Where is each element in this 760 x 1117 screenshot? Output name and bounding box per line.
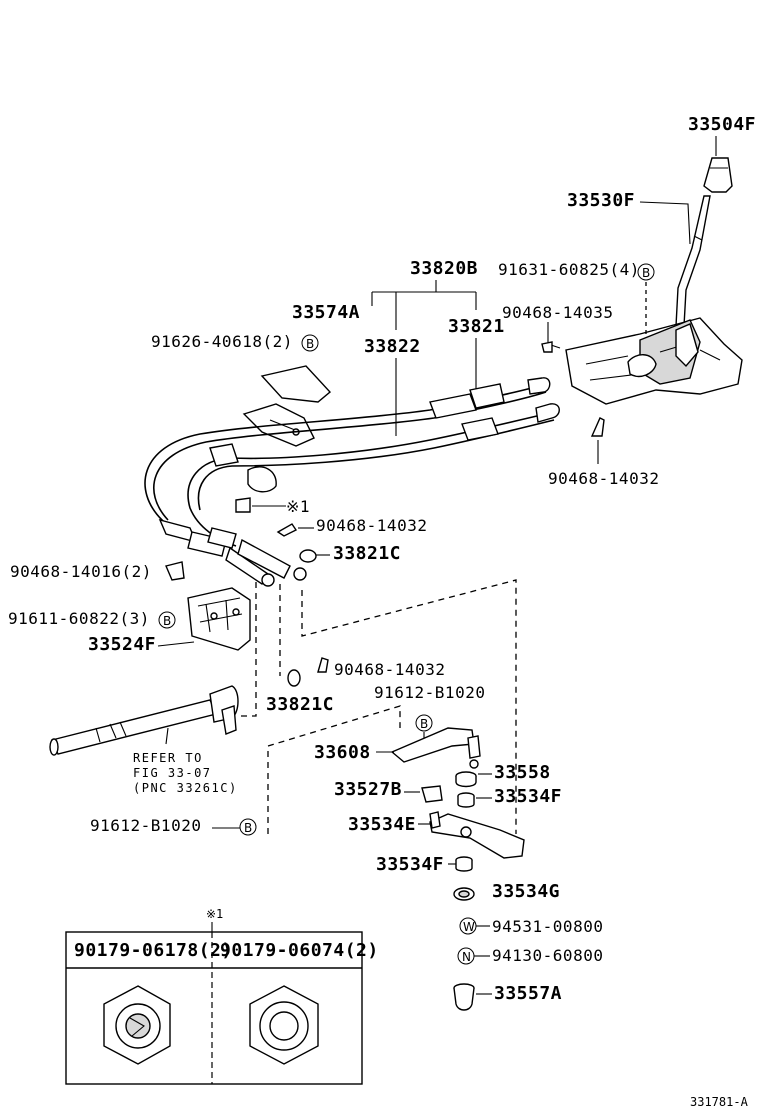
label-33821: 33821 — [448, 316, 505, 337]
label-33534F-b: 33534F — [376, 854, 444, 875]
marker-b-1 — [637, 263, 655, 281]
label-33504F: 33504F — [688, 114, 756, 135]
label-33557A: 33557A — [494, 983, 562, 1004]
marker-b-2 — [301, 334, 319, 352]
label-90468-14035: 90468-14035 — [502, 303, 613, 322]
label-33822: 33822 — [364, 336, 421, 357]
label-asterisk1-a: ※1 — [286, 497, 310, 516]
label-33821C-a: 33821C — [333, 543, 401, 564]
cable-grommet — [235, 466, 277, 513]
nut-90179-06074 — [249, 985, 319, 1065]
bushing-33534F-a — [457, 792, 475, 808]
label-33574A: 33574A — [292, 302, 360, 323]
label-91631-60825: 91631-60825(4) — [498, 260, 640, 279]
label-91611-60822: 91611-60822(3) — [8, 609, 150, 628]
shift-lever — [675, 195, 711, 327]
label-33534F-a: 33534F — [494, 786, 562, 807]
refer-line3: (PNC 33261C) — [133, 781, 238, 795]
figure-code: 331781-A — [690, 1095, 749, 1109]
bushing-33534F-b — [455, 856, 473, 872]
label-91612-B1020-b: 91612-B1020 — [90, 816, 201, 835]
label-94531-00800: 94531-00800 — [492, 917, 603, 936]
marker-b-5 — [239, 818, 257, 836]
cable-bracket-33524F — [187, 587, 251, 651]
cable-cover-plates — [242, 365, 332, 447]
table-col2-header: 90179-06074(2) — [220, 940, 379, 961]
marker-b-4 — [415, 714, 433, 732]
label-asterisk1-b: ※1 — [206, 907, 223, 921]
bushing-33558 — [455, 771, 477, 788]
bushing-33821C-b — [287, 669, 301, 687]
label-90468-14032-c: 90468-14032 — [334, 660, 445, 679]
marker-w-text: W — [463, 920, 475, 934]
marker-b-2-text: B — [306, 337, 314, 351]
lever-33534E — [429, 811, 525, 859]
shift-housing — [565, 317, 743, 405]
refer-line1: REFER TO — [133, 751, 203, 765]
cap-33557A — [453, 983, 475, 1011]
shift-knob — [703, 157, 733, 193]
refer-line2: FIG 33-07 — [133, 766, 212, 780]
label-33527B: 33527B — [334, 779, 402, 800]
nut-90179-06178 — [103, 985, 171, 1065]
label-90468-14032-b: 90468-14032 — [316, 516, 427, 535]
label-33534G: 33534G — [492, 881, 560, 902]
label-94130-60800: 94130-60800 — [492, 946, 603, 965]
marker-b-3 — [158, 611, 176, 629]
marker-b-1-text: B — [642, 266, 650, 280]
shift-shaft — [49, 685, 239, 756]
marker-n-text: N — [462, 950, 471, 964]
bushing-33821C-a — [299, 549, 317, 563]
label-33820B: 33820B — [410, 258, 478, 279]
label-33558: 33558 — [494, 762, 551, 783]
clip-90468-14032-a — [590, 417, 605, 437]
clip-90468-14016 — [165, 561, 185, 581]
table-col1-header: 90179-06178(2) — [74, 940, 233, 961]
marker-b-4-text: B — [420, 717, 428, 731]
shift-cables — [144, 377, 560, 587]
marker-b-5-text: B — [244, 821, 252, 835]
label-91612-B1020-a: 91612-B1020 — [374, 683, 485, 702]
bushing-33534G — [453, 887, 475, 901]
clip-33527B — [421, 785, 443, 803]
label-90468-14032-a: 90468-14032 — [548, 469, 659, 488]
clip-90468-14032-b — [276, 523, 298, 537]
label-33534E: 33534E — [348, 814, 416, 835]
label-33524F: 33524F — [88, 634, 156, 655]
label-33821C-b: 33821C — [266, 694, 334, 715]
marker-b-3-text: B — [163, 614, 171, 628]
label-90468-14016: 90468-14016(2) — [10, 562, 152, 581]
lever-33608 — [390, 727, 481, 769]
label-33608: 33608 — [314, 742, 371, 763]
label-33530F: 33530F — [567, 190, 635, 211]
clip-90468-14032-c — [317, 657, 329, 673]
label-91626-40618: 91626-40618(2) — [151, 332, 293, 351]
